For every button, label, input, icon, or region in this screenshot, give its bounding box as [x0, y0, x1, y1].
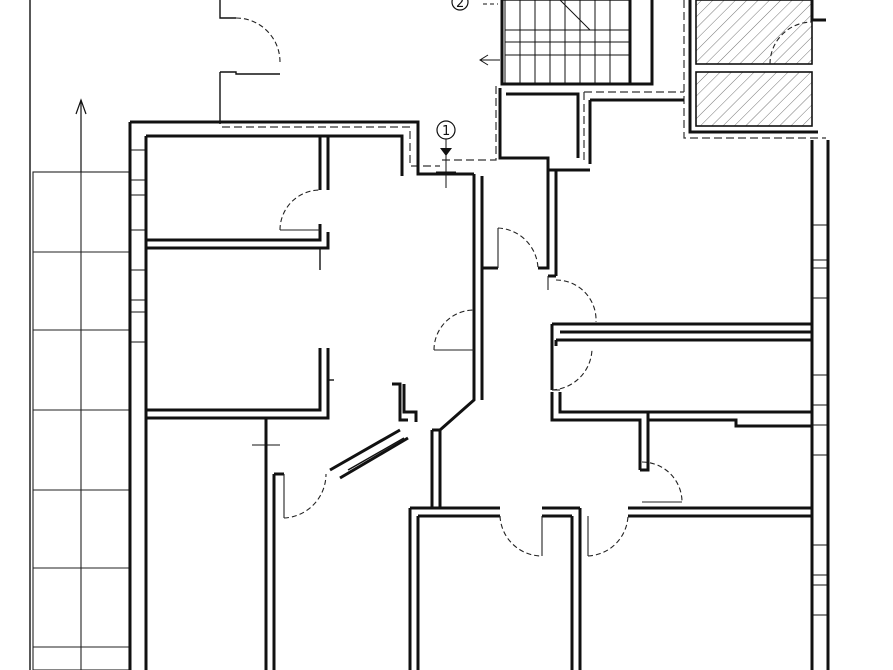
left-room-walls [146, 136, 334, 420]
right-room-walls [547, 274, 812, 518]
diagonal-corridor [252, 382, 418, 670]
staircase [479, 0, 654, 86]
service-shafts [683, 0, 826, 139]
lower-room-walls [408, 428, 629, 670]
marker-1-label: 1 [442, 124, 450, 139]
apartment-outer-walls [128, 100, 830, 670]
marker-2-label: 2 [456, 0, 464, 11]
landing [440, 86, 684, 172]
section-marker-1: 1 [436, 120, 456, 188]
right-windows [812, 224, 828, 616]
central-hall-walls [433, 170, 558, 432]
terrace-grid [32, 171, 130, 670]
upper-corridor-walls [219, 0, 440, 167]
section-marker-2: 2 [451, 0, 469, 11]
left-windows [130, 149, 146, 343]
direction-arrow [75, 98, 87, 172]
